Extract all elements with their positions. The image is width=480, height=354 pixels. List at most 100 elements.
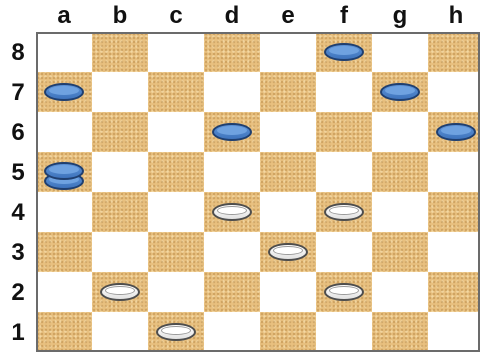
square-e5[interactable] bbox=[260, 152, 316, 192]
piece-blue-a7[interactable] bbox=[44, 83, 84, 101]
square-c7[interactable] bbox=[148, 72, 204, 112]
square-g6[interactable] bbox=[372, 112, 428, 152]
piece-disc-icon bbox=[268, 243, 308, 261]
square-a3[interactable] bbox=[36, 232, 92, 272]
square-d5[interactable] bbox=[204, 152, 260, 192]
square-h2[interactable] bbox=[428, 272, 480, 312]
square-g5[interactable] bbox=[372, 152, 428, 192]
piece-disc-icon bbox=[324, 203, 364, 221]
piece-blue-f8[interactable] bbox=[324, 43, 364, 61]
square-g3[interactable] bbox=[372, 232, 428, 272]
square-a6[interactable] bbox=[36, 112, 92, 152]
piece-white-d4[interactable] bbox=[212, 203, 252, 221]
square-h4[interactable] bbox=[428, 192, 480, 232]
rank-label-3: 3 bbox=[0, 241, 36, 265]
square-h8[interactable] bbox=[428, 32, 480, 72]
square-b4[interactable] bbox=[92, 192, 148, 232]
piece-disc-icon bbox=[380, 83, 420, 101]
rank-label-2: 2 bbox=[0, 281, 36, 305]
piece-disc-icon bbox=[324, 283, 364, 301]
file-label-c: c bbox=[148, 4, 204, 28]
square-c6[interactable] bbox=[148, 112, 204, 152]
square-c4[interactable] bbox=[148, 192, 204, 232]
file-label-b: b bbox=[92, 4, 148, 28]
square-h7[interactable] bbox=[428, 72, 480, 112]
piece-top-face-icon bbox=[217, 126, 247, 135]
game-board[interactable] bbox=[36, 32, 480, 352]
square-e7[interactable] bbox=[260, 72, 316, 112]
square-e1[interactable] bbox=[260, 312, 316, 352]
square-f6[interactable] bbox=[316, 112, 372, 152]
square-g1[interactable] bbox=[372, 312, 428, 352]
square-d2[interactable] bbox=[204, 272, 260, 312]
piece-top-face-icon bbox=[49, 165, 79, 174]
rank-label-8: 8 bbox=[0, 41, 36, 65]
square-f1[interactable] bbox=[316, 312, 372, 352]
square-h1[interactable] bbox=[428, 312, 480, 352]
piece-top-face-icon bbox=[217, 206, 247, 215]
square-b1[interactable] bbox=[92, 312, 148, 352]
file-label-f: f bbox=[316, 4, 372, 28]
square-f5[interactable] bbox=[316, 152, 372, 192]
king-piece-blue-a5[interactable] bbox=[44, 162, 84, 190]
square-b3[interactable] bbox=[92, 232, 148, 272]
piece-disc-icon bbox=[156, 323, 196, 341]
square-b7[interactable] bbox=[92, 72, 148, 112]
piece-top-face-icon bbox=[161, 326, 191, 335]
square-h5[interactable] bbox=[428, 152, 480, 192]
square-g4[interactable] bbox=[372, 192, 428, 232]
rank-label-4: 4 bbox=[0, 201, 36, 225]
piece-blue-d6[interactable] bbox=[212, 123, 252, 141]
piece-blue-g7[interactable] bbox=[380, 83, 420, 101]
file-label-h: h bbox=[428, 4, 480, 28]
square-e8[interactable] bbox=[260, 32, 316, 72]
square-e6[interactable] bbox=[260, 112, 316, 152]
piece-disc-icon bbox=[44, 83, 84, 101]
square-e4[interactable] bbox=[260, 192, 316, 232]
piece-disc-icon bbox=[324, 43, 364, 61]
square-b6[interactable] bbox=[92, 112, 148, 152]
square-e2[interactable] bbox=[260, 272, 316, 312]
square-g2[interactable] bbox=[372, 272, 428, 312]
rank-label-7: 7 bbox=[0, 81, 36, 105]
piece-white-c1[interactable] bbox=[156, 323, 196, 341]
square-g8[interactable] bbox=[372, 32, 428, 72]
square-b5[interactable] bbox=[92, 152, 148, 192]
rank-label-1: 1 bbox=[0, 321, 36, 345]
file-label-a: a bbox=[36, 4, 92, 28]
rank-label-5: 5 bbox=[0, 161, 36, 185]
piece-white-e3[interactable] bbox=[268, 243, 308, 261]
square-b8[interactable] bbox=[92, 32, 148, 72]
square-c2[interactable] bbox=[148, 272, 204, 312]
square-c3[interactable] bbox=[148, 232, 204, 272]
piece-white-b2[interactable] bbox=[100, 283, 140, 301]
piece-top-face-icon bbox=[385, 86, 415, 95]
piece-white-f4[interactable] bbox=[324, 203, 364, 221]
piece-top-face-icon bbox=[329, 286, 359, 295]
square-a2[interactable] bbox=[36, 272, 92, 312]
piece-white-f2[interactable] bbox=[324, 283, 364, 301]
piece-top-face-icon bbox=[273, 246, 303, 255]
square-d7[interactable] bbox=[204, 72, 260, 112]
square-d1[interactable] bbox=[204, 312, 260, 352]
square-d8[interactable] bbox=[204, 32, 260, 72]
piece-disc-icon bbox=[436, 123, 476, 141]
piece-top-face-icon bbox=[329, 206, 359, 215]
square-a1[interactable] bbox=[36, 312, 92, 352]
file-label-e: e bbox=[260, 4, 316, 28]
square-h3[interactable] bbox=[428, 232, 480, 272]
piece-blue-h6[interactable] bbox=[436, 123, 476, 141]
square-c5[interactable] bbox=[148, 152, 204, 192]
rank-label-6: 6 bbox=[0, 121, 36, 145]
square-c8[interactable] bbox=[148, 32, 204, 72]
piece-disc-icon bbox=[100, 283, 140, 301]
square-a8[interactable] bbox=[36, 32, 92, 72]
file-label-d: d bbox=[204, 4, 260, 28]
file-label-g: g bbox=[372, 4, 428, 28]
square-f3[interactable] bbox=[316, 232, 372, 272]
square-a4[interactable] bbox=[36, 192, 92, 232]
square-d3[interactable] bbox=[204, 232, 260, 272]
piece-top-face-icon bbox=[49, 86, 79, 95]
square-f7[interactable] bbox=[316, 72, 372, 112]
